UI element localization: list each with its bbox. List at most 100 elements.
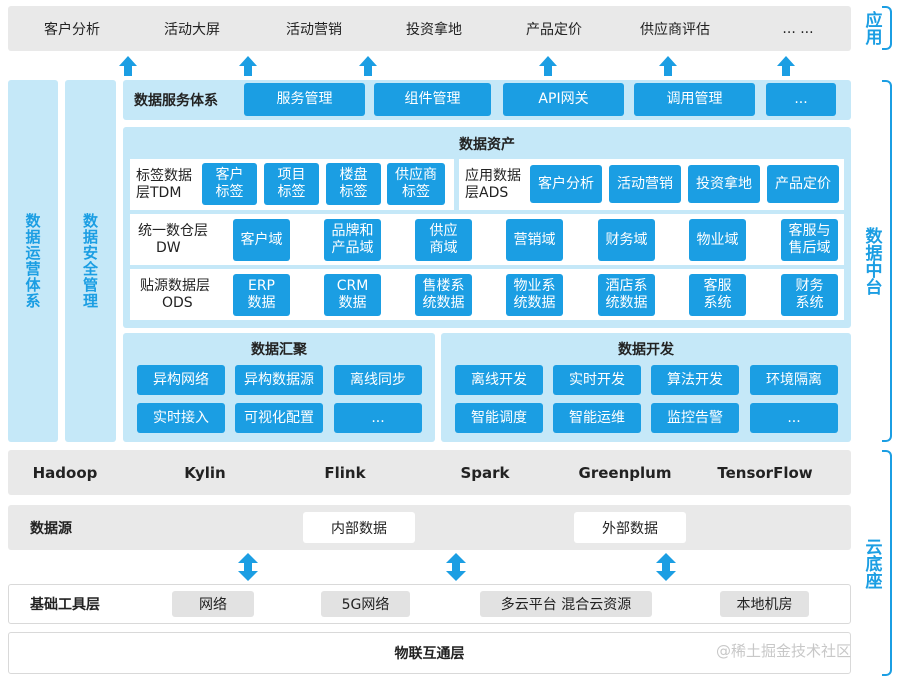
tech-tensorflow: TensorFlow xyxy=(717,463,813,482)
heterogeneous-network-button[interactable]: 异构网络 xyxy=(137,365,225,395)
ads-label: 应用数据 层ADS xyxy=(465,160,529,210)
ads-pricing-button[interactable]: 产品定价 xyxy=(767,165,839,203)
dw-brand-product-domain-button[interactable]: 品牌和产品域 xyxy=(324,219,381,261)
dw-supplier-domain-button[interactable]: 供应商域 xyxy=(415,219,472,261)
service-management-button[interactable]: 服务管理 xyxy=(244,83,365,116)
infra-local-datacenter-box: 本地机房 xyxy=(720,591,809,617)
development-more-button[interactable]: ... xyxy=(750,403,838,433)
monitoring-alert-button[interactable]: 监控告警 xyxy=(651,403,739,433)
iot-layer-title: 物联互通层 xyxy=(394,646,465,662)
tech-stack-bar xyxy=(8,450,851,495)
ods-property-system-button[interactable]: 物业系统数据 xyxy=(506,274,563,316)
arrow-up-icon xyxy=(539,56,557,76)
security-management-label: 数据安全管理 xyxy=(81,213,99,309)
app-item-investment: 投资拿地 xyxy=(406,21,462,38)
dw-finance-domain-button[interactable]: 财务域 xyxy=(598,219,655,261)
app-item-pricing: 产品定价 xyxy=(526,21,582,38)
visual-config-button[interactable]: 可视化配置 xyxy=(235,403,323,433)
ads-activity-marketing-button[interactable]: 活动营销 xyxy=(609,165,681,203)
dw-property-domain-button[interactable]: 物业域 xyxy=(689,219,746,261)
dw-marketing-domain-button[interactable]: 营销域 xyxy=(506,219,563,261)
infra-tools-title: 基础工具层 xyxy=(30,597,100,613)
application-layer xyxy=(8,6,851,51)
heterogeneous-source-button[interactable]: 异构数据源 xyxy=(235,365,323,395)
iot-layer-bar xyxy=(8,632,851,674)
infra-multi-cloud-box: 多云平台 混合云资源 xyxy=(480,591,652,617)
tdm-label: 标签数据 层TDM xyxy=(136,160,202,210)
infra-5g-network-box: 5G网络 xyxy=(321,591,410,617)
ods-label-line1: 贴源数据层 xyxy=(140,278,210,294)
app-item-activity-screen: 活动大屏 xyxy=(164,21,220,38)
infra-tools-bar xyxy=(8,584,851,624)
project-tag-button[interactable]: 项目标签 xyxy=(264,163,319,205)
data-aggregation-title: 数据汇聚 xyxy=(251,342,307,358)
realtime-dev-button[interactable]: 实时开发 xyxy=(553,365,641,395)
tech-hadoop: Hadoop xyxy=(32,463,98,482)
dw-label: 统一数仓层 DW xyxy=(138,215,224,265)
app-item-customer-analysis: 客户分析 xyxy=(44,21,100,38)
ads-label-line2: 层ADS xyxy=(465,185,509,201)
arrow-up-icon xyxy=(359,56,377,76)
smart-ops-button[interactable]: 智能运维 xyxy=(553,403,641,433)
external-data-box: 外部数据 xyxy=(574,512,686,543)
tdm-label-line2: 层TDM xyxy=(136,185,182,201)
ods-hotel-system-button[interactable]: 酒店系统数据 xyxy=(598,274,655,316)
double-arrow-icon xyxy=(656,553,676,581)
ods-finance-system-button[interactable]: 财务系统 xyxy=(781,274,838,316)
smart-scheduling-button[interactable]: 智能调度 xyxy=(455,403,543,433)
bracket-middle-platform xyxy=(882,80,892,442)
security-management-column xyxy=(65,80,116,442)
app-item-more: ... ... xyxy=(782,20,814,37)
infra-network-box: 网络 xyxy=(172,591,254,617)
side-label-cloud-base: 云底座 xyxy=(861,537,882,589)
side-label-data-middle-platform: 数据中台 xyxy=(861,227,882,295)
tech-flink: Flink xyxy=(324,463,366,482)
ads-label-line1: 应用数据 xyxy=(465,168,521,184)
dw-customer-domain-button[interactable]: 客户域 xyxy=(233,219,290,261)
app-item-supplier-eval: 供应商评估 xyxy=(640,21,710,38)
ods-sales-system-button[interactable]: 售楼系统数据 xyxy=(415,274,472,316)
realtime-ingest-button[interactable]: 实时接入 xyxy=(137,403,225,433)
call-management-button[interactable]: 调用管理 xyxy=(634,83,755,116)
side-label-application: 应用 xyxy=(861,11,882,45)
offline-sync-button[interactable]: 离线同步 xyxy=(334,365,422,395)
dw-service-domain-button[interactable]: 客服与售后域 xyxy=(781,219,838,261)
property-tag-button[interactable]: 楼盘标签 xyxy=(326,163,381,205)
customer-tag-button[interactable]: 客户标签 xyxy=(202,163,257,205)
env-isolation-button[interactable]: 环境隔离 xyxy=(750,365,838,395)
double-arrow-icon xyxy=(238,553,258,581)
ods-label: 贴源数据层 ODS xyxy=(140,270,226,320)
offline-dev-button[interactable]: 离线开发 xyxy=(455,365,543,395)
supplier-tag-button[interactable]: 供应商标签 xyxy=(387,163,445,205)
service-more-button[interactable]: ... xyxy=(766,83,836,116)
data-service-title: 数据服务体系 xyxy=(134,93,218,109)
component-management-button[interactable]: 组件管理 xyxy=(374,83,491,116)
up-arrows xyxy=(119,56,795,76)
ods-service-system-button[interactable]: 客服系统 xyxy=(689,274,746,316)
arrow-up-icon xyxy=(239,56,257,76)
ads-investment-button[interactable]: 投资拿地 xyxy=(688,165,760,203)
internal-data-box: 内部数据 xyxy=(303,512,415,543)
tech-kylin: Kylin xyxy=(184,463,226,482)
bracket-application xyxy=(882,6,892,50)
data-assets-title: 数据资产 xyxy=(459,137,515,153)
aggregation-more-button[interactable]: ... xyxy=(334,403,422,433)
app-item-activity-marketing: 活动营销 xyxy=(286,21,342,38)
dw-label-line2: DW xyxy=(156,240,181,256)
tech-greenplum: Greenplum xyxy=(578,463,672,482)
api-gateway-button[interactable]: API网关 xyxy=(503,83,624,116)
algorithm-dev-button[interactable]: 算法开发 xyxy=(651,365,739,395)
data-source-title: 数据源 xyxy=(30,520,72,537)
data-development-title: 数据开发 xyxy=(618,342,674,358)
dw-label-line1: 统一数仓层 xyxy=(138,223,208,239)
double-arrow-icon xyxy=(446,553,466,581)
ops-system-label: 数据运营体系 xyxy=(23,213,42,309)
arrow-up-icon xyxy=(777,56,795,76)
data-source-bar xyxy=(8,505,851,550)
bracket-cloud-base xyxy=(882,450,892,676)
ops-system-column xyxy=(8,80,58,442)
ads-customer-analysis-button[interactable]: 客户分析 xyxy=(530,165,602,203)
ods-label-line2: ODS xyxy=(162,295,193,311)
